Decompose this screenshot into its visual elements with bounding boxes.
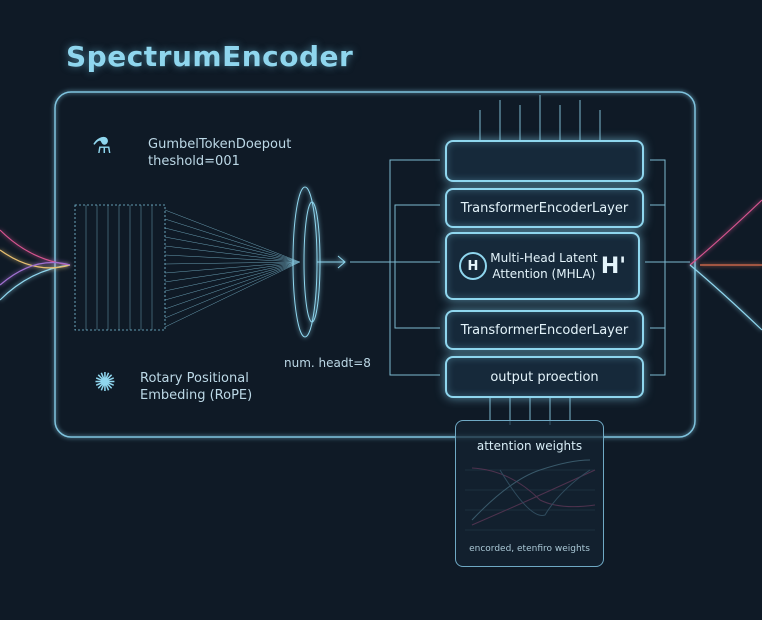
- output-wave: [689, 199, 762, 331]
- attention-weights-panel: attention weights encorded, etenfiro wei…: [455, 420, 604, 567]
- projection-lines: [164, 209, 301, 328]
- input-wave: [0, 229, 71, 301]
- projection-line: [164, 261, 301, 328]
- h-badge-icon: H: [459, 252, 487, 280]
- transformer-encoder-layer-1: TransformerEncoderLayer: [445, 188, 644, 228]
- layer-2-label: TransformerEncoderLayer: [460, 322, 629, 338]
- token-grid: [74, 204, 166, 331]
- mhla-label: Multi-Head Latent Attention (MHLA): [490, 250, 597, 282]
- layer-block-top: [445, 140, 644, 182]
- beaker-icon: ⚗: [92, 134, 112, 159]
- rope-line1: Rotary Positional: [140, 371, 249, 386]
- dropout-name: GumbelTokenDoepout: [148, 137, 292, 152]
- h-prime-icon: H': [600, 253, 626, 279]
- mhla-line1: Multi-Head Latent: [490, 251, 598, 265]
- transformer-encoder-layer-2: TransformerEncoderLayer: [445, 310, 644, 350]
- num-heads-label: num. headt=8: [284, 356, 371, 370]
- projection-line: [164, 261, 301, 319]
- chart-caption: encorded, etenfiro weights: [469, 544, 590, 554]
- output-projection: output proection: [445, 356, 644, 398]
- brain-icon: ✺: [94, 368, 116, 398]
- layer-1-label: TransformerEncoderLayer: [460, 200, 629, 216]
- projection-line: [164, 245, 301, 263]
- projection-line: [164, 261, 301, 265]
- output-label: output proection: [490, 369, 599, 385]
- mhla-line2: Attention (MHLA): [492, 267, 596, 281]
- projection-line: [164, 261, 301, 283]
- projection-line: [164, 218, 301, 263]
- dropout-threshold: theshold=001: [148, 154, 240, 169]
- mhla-block: H Multi-Head Latent Attention (MHLA) H': [445, 232, 640, 300]
- projection-line: [164, 227, 301, 263]
- connectors: [350, 95, 690, 425]
- head-cone: [292, 186, 346, 338]
- rope-label: Rotary Positional Embeding (RoPE): [140, 370, 252, 404]
- projection-line: [164, 254, 301, 263]
- dropout-label: GumbelTokenDoepout theshold=001: [148, 136, 291, 170]
- projection-line: [164, 261, 301, 292]
- chart-title: attention weights: [476, 439, 583, 453]
- rope-line2: Embeding (RoPE): [140, 388, 253, 403]
- encoder-frame: [54, 91, 696, 438]
- projection-line: [164, 261, 301, 301]
- projection-line: [164, 209, 301, 263]
- page-title: SpectrumEncoder: [66, 40, 354, 73]
- projection-line: [164, 236, 301, 263]
- projection-line: [164, 261, 301, 274]
- projection-line: [164, 261, 301, 310]
